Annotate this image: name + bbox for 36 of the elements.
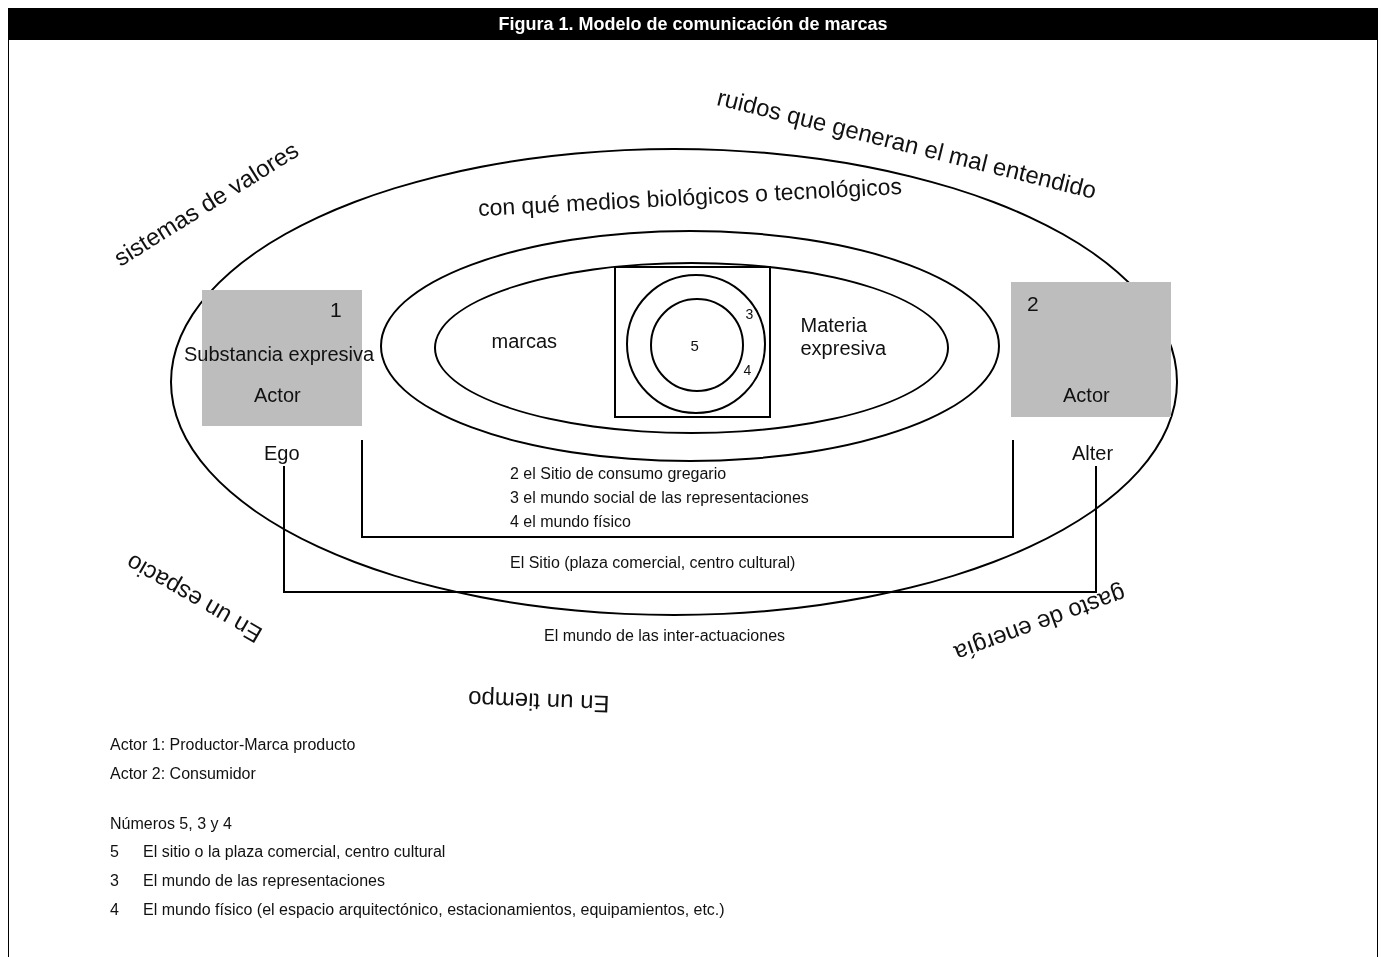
note-text: El sitio o la plaza comercial, centro cultural — [143, 843, 446, 862]
note-text: Números 5, 3 y 4 — [110, 815, 232, 834]
inner-ellipse — [434, 262, 949, 434]
note-text: 4 el mundo físico — [510, 513, 631, 532]
note-text: 3 el mundo social de las representaciones — [510, 489, 809, 508]
inner-circle — [650, 298, 744, 392]
node-text: Substancia expresiva — [184, 343, 375, 366]
list-number: 3 — [110, 872, 119, 891]
number-label: 3 — [745, 306, 754, 323]
note-text: Actor 1: Productor-Marca producto — [110, 736, 356, 755]
node-text: Actor — [254, 384, 301, 407]
ring-circle — [626, 274, 766, 414]
bracket-connector — [361, 439, 1014, 538]
square-frame — [614, 266, 771, 418]
curved-caption: gasto de energía — [950, 580, 1130, 668]
note-text: El mundo de las inter-actuaciones — [544, 627, 786, 646]
note-text: El mundo de las representaciones — [143, 872, 385, 891]
node-text: marcas — [491, 330, 558, 353]
note-text: Actor 2: Consumidor — [110, 765, 256, 784]
list-number: 5 — [110, 843, 119, 862]
node-text: Actor — [1063, 384, 1110, 407]
node-text: Materia expresiva — [800, 314, 888, 360]
number-label: 5 — [690, 337, 699, 355]
alter-label: Alter — [1072, 440, 1124, 468]
number-label: 4 — [743, 362, 752, 379]
note-text: El Sitio (plaza comercial, centro cultural) — [510, 554, 796, 573]
bracket-connector — [283, 465, 1097, 593]
note-text: El mundo físico (el espacio arquitectónico, estacionamientos, equipamientos, etc.) — [143, 901, 725, 920]
curved-caption: En un tiempo — [467, 685, 610, 719]
ego-label: Ego — [264, 440, 308, 468]
title-bar: Figura 1. Modelo de comunicación de marcas — [8, 8, 1378, 40]
ellipse-caption: con qué medios biológicos o tecnológicos — [475, 171, 904, 224]
number-label: 2 — [1027, 292, 1039, 317]
number-label: 1 — [330, 298, 342, 323]
list-number: 4 — [110, 901, 119, 920]
note-text: 2 el Sitio de consumo gregario — [510, 465, 727, 484]
